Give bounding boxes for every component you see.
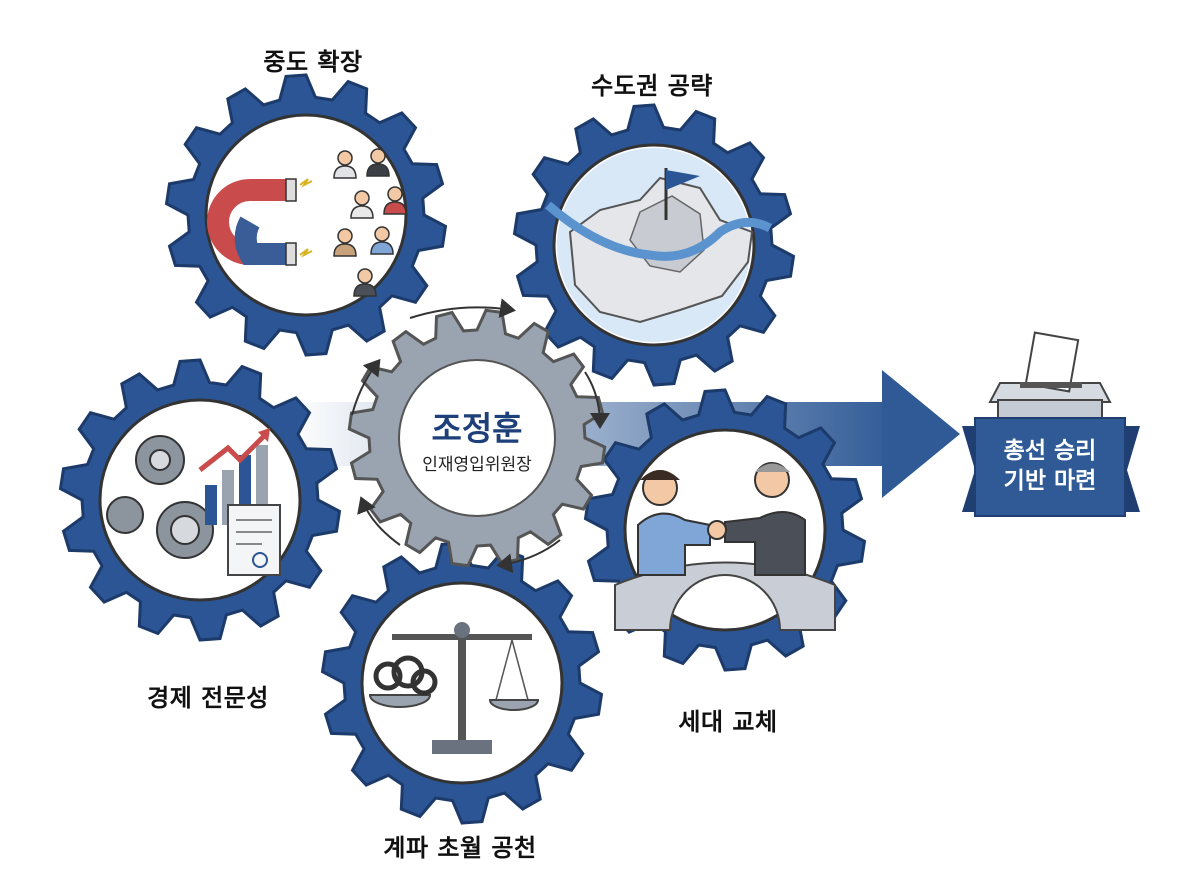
person-head	[370, 148, 386, 164]
flag-icon	[664, 168, 700, 220]
people-icon	[333, 148, 407, 297]
gear-label-nomination: 계파 초월 공천	[383, 834, 537, 862]
person-head	[337, 228, 353, 244]
center-badge	[398, 359, 556, 517]
person-head	[337, 150, 353, 166]
person-body	[333, 243, 357, 257]
cycle-arrows	[351, 298, 610, 574]
gear-centrist	[164, 73, 448, 357]
document-icon	[227, 504, 281, 576]
person-head	[374, 226, 390, 242]
goal-line-2: 기반 마련	[1003, 468, 1097, 494]
person-head	[387, 186, 403, 202]
gear-economy	[58, 358, 342, 642]
gear-label-capital-region: 수도권 공략	[591, 72, 713, 100]
map-icon	[545, 176, 773, 324]
person-head	[357, 268, 373, 284]
person-body	[383, 201, 407, 215]
person-body	[350, 205, 374, 219]
knot-icon	[373, 655, 438, 696]
person-body	[333, 165, 357, 179]
goal-line-1: 총선 승리	[1003, 438, 1097, 464]
goal-banner	[962, 417, 1140, 517]
gear-label-centrist: 중도 확장	[263, 48, 363, 76]
person-head	[354, 190, 370, 206]
person-body	[366, 163, 390, 177]
center-person-role: 인재영입위원장	[422, 455, 532, 475]
gear-label-economy: 경제 전문성	[147, 684, 269, 712]
handshake-icon	[637, 462, 806, 576]
gear-label-generation: 세대 교체	[678, 708, 778, 736]
goal-text: 총선 승리 기반 마련	[975, 436, 1125, 496]
magnet-icon	[207, 178, 313, 266]
bridge-icon	[614, 561, 836, 631]
gears-icon	[106, 435, 214, 559]
person-body	[353, 283, 377, 297]
center-person-name: 조정훈	[431, 409, 523, 448]
scale-icon	[368, 622, 540, 754]
person-body	[370, 241, 394, 255]
